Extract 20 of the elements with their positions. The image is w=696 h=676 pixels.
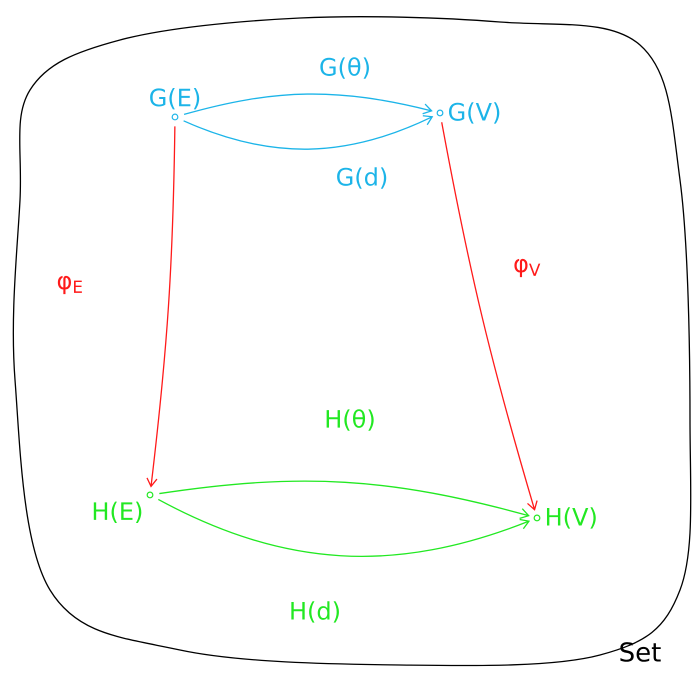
object-point: G(V) (436, 102, 500, 124)
object-point: H(E) (94, 492, 154, 523)
object-point: H(V) (534, 507, 596, 529)
node-label: G(E) (150, 88, 200, 110)
arrow (146, 126, 176, 488)
edge-label: G(d) (334, 165, 390, 191)
edge-label: H(θ) (322, 407, 378, 433)
arrow (183, 115, 434, 150)
edge-label: φ$_{E}$ (54, 274, 86, 296)
edge-label: G(θ) (317, 55, 373, 81)
arrow (184, 93, 433, 116)
arrow (441, 122, 538, 511)
node-label: H(E) (94, 502, 142, 523)
edge-label: H(d) (287, 599, 343, 625)
arrow (158, 498, 530, 557)
edge-label: φ$_{V}$ (511, 256, 543, 280)
object-point: G(E) (150, 88, 200, 120)
node-label: G(V) (448, 102, 500, 124)
arrow (159, 480, 530, 519)
node-label: H(V) (546, 507, 596, 529)
